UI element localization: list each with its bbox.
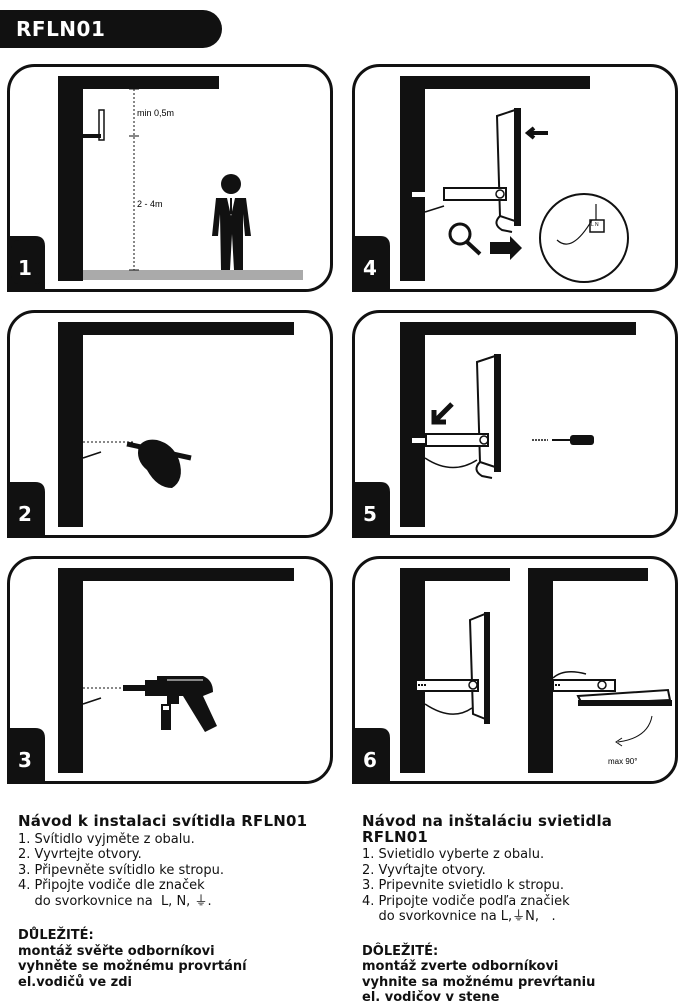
cz-warning-line-2: vyhněte se možnému provrtání (18, 959, 247, 974)
screwdriver-icon (532, 435, 594, 445)
instructions-sk-title: Návod na inštaláciu svietidla RFLN01 (362, 812, 613, 846)
step-number-5: 5 (363, 502, 377, 526)
drill-icon (123, 676, 217, 732)
label-min-height: min 0,5m (137, 108, 174, 118)
sk-warning: DÔLEŽITÉ: montáž zverte odborníkovi vyhn… (362, 944, 682, 1006)
instructions-sk: Návod na inštaláciu svietidla RFLN01 1. … (362, 812, 682, 1006)
step-number-6: 6 (363, 748, 377, 772)
sk-step-2: 2. Vyvŕtajte otvory. (362, 862, 486, 878)
cz-warning-line-1: montáž svěřte odborníkovi (18, 943, 215, 959)
model-tag: RFLN01 (0, 10, 222, 48)
cz-warning-head: DŮLEŽITÉ: (18, 928, 94, 943)
panel-3: 3 (7, 556, 333, 784)
sk-warning-line-1: montáž zverte odborníkovi (362, 959, 559, 974)
sk-step-4-cont: do svorkovnice na L,⏚N, . (362, 909, 556, 924)
cz-step-1: 1. Svítidlo vyjměte z obalu. (18, 831, 195, 847)
step-number-2: 2 (18, 502, 32, 526)
panel-6: max 90° 6 (352, 556, 678, 784)
cz-step-4: 4. Připojte vodiče dle značek (18, 878, 205, 893)
panel-5: 5 (352, 310, 678, 538)
cz-step-2: 2. Vyvrtejte otvory. (18, 847, 142, 862)
cz-warning-line-3: el.vodičů ve zdi (18, 974, 133, 990)
svg-text:L N: L N (591, 222, 599, 228)
panel-1: min 0,5m 2 - 4m 1 (7, 64, 333, 292)
instructions-cz-title: Návod k instalaci svítidla RFLN01 (18, 812, 308, 830)
cz-step-4-cont: do svorkovnice na L, N, ⏚. (18, 893, 212, 909)
sk-warning-head: DÔLEŽITÉ: (362, 943, 439, 959)
sk-step-3: 3. Pripevnite svietidlo k stropu. (362, 878, 565, 893)
angle-label: max 90° (608, 757, 637, 766)
panel-2: 2 (7, 310, 333, 538)
panel-4: L N 4 (352, 64, 678, 292)
magnifier-icon (448, 222, 482, 256)
hand-pencil-icon (126, 439, 192, 488)
sk-warning-line-2: vyhnite sa možnému prevŕtaniu (362, 974, 596, 990)
step-number-1: 1 (18, 256, 32, 280)
sk-step-4: 4. Pripojte vodiče podľa značiek (362, 893, 570, 909)
sk-warning-line-3: el. vodičov v stene (362, 990, 500, 1005)
person-icon (212, 174, 251, 270)
cz-warning: DŮLEŽITÉ: montáž svěřte odborníkovi vyhn… (18, 928, 338, 990)
cz-step-3: 3. Připevněte svítidlo ke stropu. (18, 862, 224, 878)
instructions-cz: Návod k instalaci svítidla RFLN01 1. Sví… (18, 812, 338, 990)
step-number-3: 3 (18, 748, 32, 772)
sk-step-1: 1. Svietidlo vyberte z obalu. (362, 847, 545, 862)
step-number-4: 4 (363, 256, 377, 280)
label-mount-height: 2 - 4m (137, 199, 163, 209)
